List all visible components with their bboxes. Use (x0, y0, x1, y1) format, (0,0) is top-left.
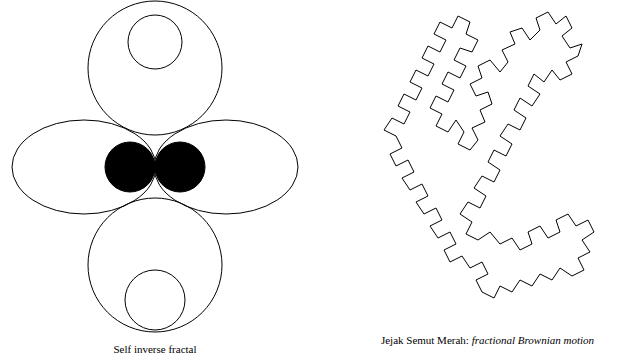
caption-text: Self inverse fractal (113, 343, 196, 355)
caption-text: Jejak Semut Merah: (381, 334, 469, 346)
right-ellipse (154, 120, 298, 214)
left-ellipse (12, 120, 156, 214)
black-disc (155, 142, 205, 192)
caption: Jejak Semut Merah:fractional Brownian mo… (380, 333, 595, 347)
inner-circle (125, 270, 185, 330)
brownian-path (384, 12, 594, 298)
black-disc (105, 142, 155, 192)
self-inverse-fractal (12, 1, 298, 332)
caption: Self inverse fractal (55, 342, 255, 356)
caption-text: fractional Brownian motion (472, 334, 594, 346)
top-circle (88, 1, 222, 135)
bottom-circle (88, 198, 222, 332)
inner-circle (128, 15, 182, 69)
